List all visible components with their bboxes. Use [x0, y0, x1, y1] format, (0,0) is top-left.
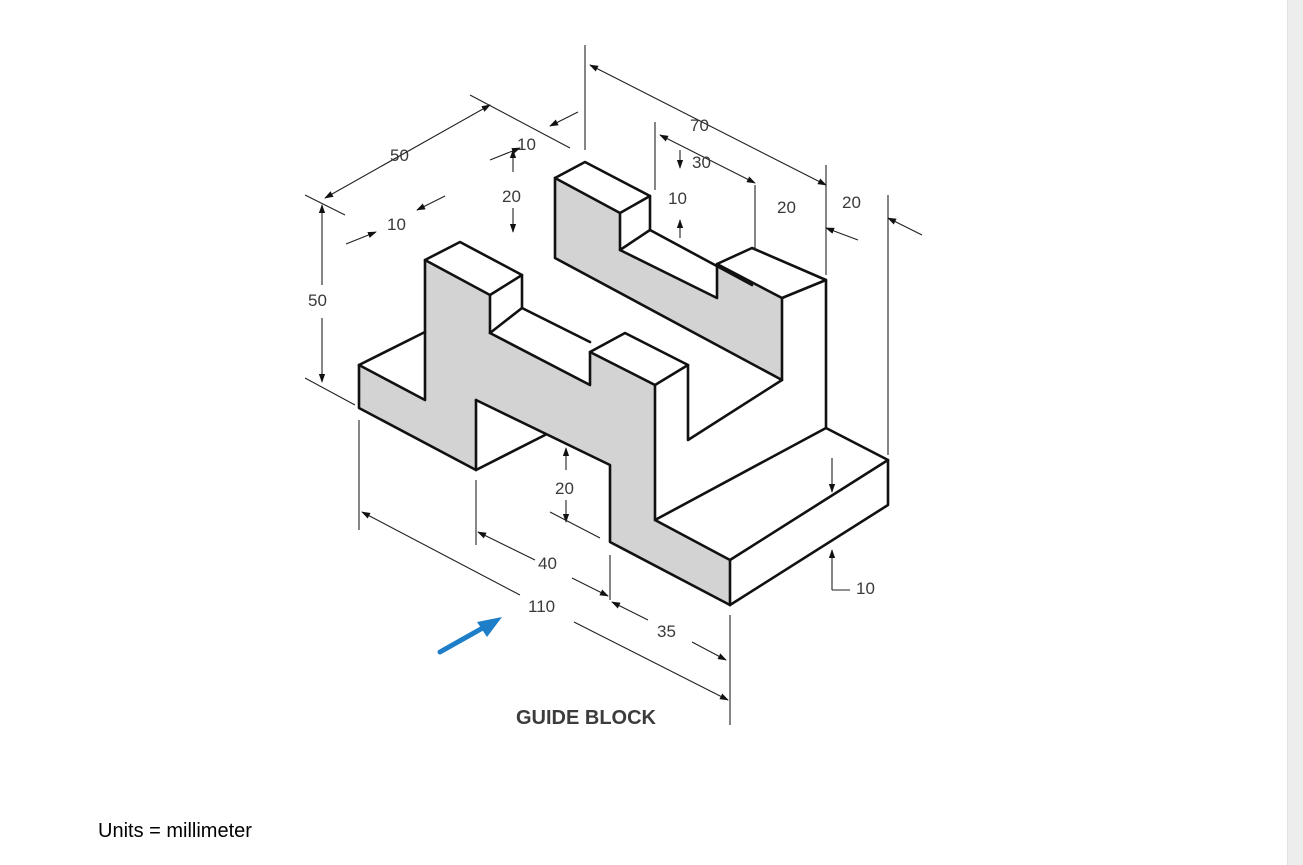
edge	[653, 426, 890, 562]
dim-30: 30	[692, 153, 711, 172]
dim-10-top-mid: 10	[517, 135, 536, 154]
dimension-labels: 50 10 10 20 70 30 10 20 20 50 20 40 110 …	[308, 116, 875, 641]
edge	[553, 176, 828, 430]
dim-50-height: 50	[308, 291, 327, 310]
edge	[728, 458, 890, 607]
vertical-scrollbar[interactable]	[1287, 0, 1303, 865]
shaded-faces	[359, 178, 782, 605]
dim-50-top: 50	[390, 146, 409, 165]
dim-70: 70	[690, 116, 709, 135]
dim-10-slot: 10	[668, 189, 687, 208]
dim-20-right-a: 20	[777, 198, 796, 217]
units-note: Units = millimeter	[98, 820, 252, 842]
dim-20-lower: 20	[555, 479, 574, 498]
edge	[588, 331, 690, 387]
dim-10-top-left: 10	[387, 215, 406, 234]
edge	[357, 363, 478, 472]
dim-40: 40	[538, 554, 557, 573]
edge	[357, 330, 427, 367]
edge	[520, 306, 592, 344]
figure-title: GUIDE BLOCK	[516, 707, 657, 729]
dim-20-right-b: 20	[842, 193, 861, 212]
dimension-lines	[304, 45, 923, 725]
edge	[474, 433, 547, 472]
edge	[648, 228, 754, 287]
dim-10-bottom: 10	[856, 579, 875, 598]
back-upper-face	[555, 178, 782, 380]
edge	[488, 331, 657, 387]
edge	[715, 246, 828, 282]
dim-35: 35	[657, 622, 676, 641]
edge	[474, 398, 732, 607]
dim-20-upper: 20	[502, 187, 521, 206]
edge	[686, 363, 784, 442]
dim-110: 110	[528, 597, 555, 616]
edge	[618, 211, 784, 300]
edge	[423, 240, 524, 297]
object-edges	[357, 160, 890, 607]
edge	[653, 383, 732, 607]
view-direction-arrow-icon	[437, 617, 502, 655]
